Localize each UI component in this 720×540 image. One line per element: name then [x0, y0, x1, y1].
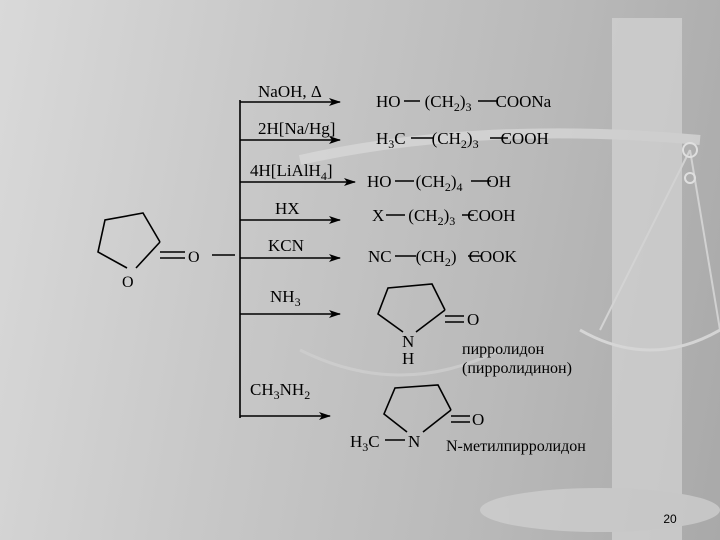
pyrrolidone-nitrogen: N — [402, 332, 414, 351]
page-number: 20 — [663, 512, 677, 526]
scale-pan-left — [299, 348, 501, 377]
pyrrolidone-ring-bonds — [377, 283, 446, 333]
nmp-methyl: H3C — [350, 432, 380, 454]
pyrrolidone-name: пирролидон — [462, 341, 545, 358]
pyrrolidone-name-alt: (пирролидинон) — [462, 360, 572, 377]
reagent-2: 2H[Na/Hg] — [258, 119, 335, 138]
lactone-carbonyl-oxygen: O — [188, 249, 200, 266]
lactone-ring-bonds — [97, 212, 161, 269]
lactone-ring-oxygen: O — [122, 274, 134, 291]
reaction-arrows — [240, 98, 356, 420]
scale-ring — [682, 142, 698, 158]
reagent-6: NH3 — [270, 287, 301, 309]
pyrrolidone-oxygen: O — [467, 310, 479, 329]
pyrrolidone-hydrogen: H — [402, 349, 414, 368]
lactone-ring-bond-to-o — [135, 241, 161, 269]
lactone-structure — [97, 212, 235, 269]
scale-pan-right — [579, 328, 720, 352]
reagent-7: CH3NH2 — [250, 380, 310, 402]
pyrrolidone-ring-bond-to-n — [415, 309, 446, 333]
scales-watermark — [298, 18, 720, 540]
scale-beam — [298, 128, 701, 165]
nmp-nitrogen: N — [408, 432, 420, 451]
nmp-name: N-метилпирролидон — [446, 438, 586, 455]
scale-base — [480, 488, 720, 532]
reagent-5: KCN — [268, 236, 304, 255]
product-5-formula: NC(CH2)COOK — [368, 247, 517, 269]
reagent-3: 4H[LiAlH4] — [250, 161, 333, 183]
reagent-1: NaOH, Δ — [258, 82, 322, 101]
scale-pillar — [612, 18, 682, 540]
n-methylpyrrolidone-structure — [383, 384, 470, 441]
nmp-ring-bonds — [383, 384, 452, 433]
nmp-oxygen: O — [472, 410, 484, 429]
pyrrolidone-structure — [377, 283, 464, 333]
scale-string-left — [599, 149, 691, 331]
nmp-ring-bond-to-n — [422, 409, 452, 433]
scale-ring-small — [684, 172, 696, 184]
reagent-4: HX — [275, 199, 300, 218]
